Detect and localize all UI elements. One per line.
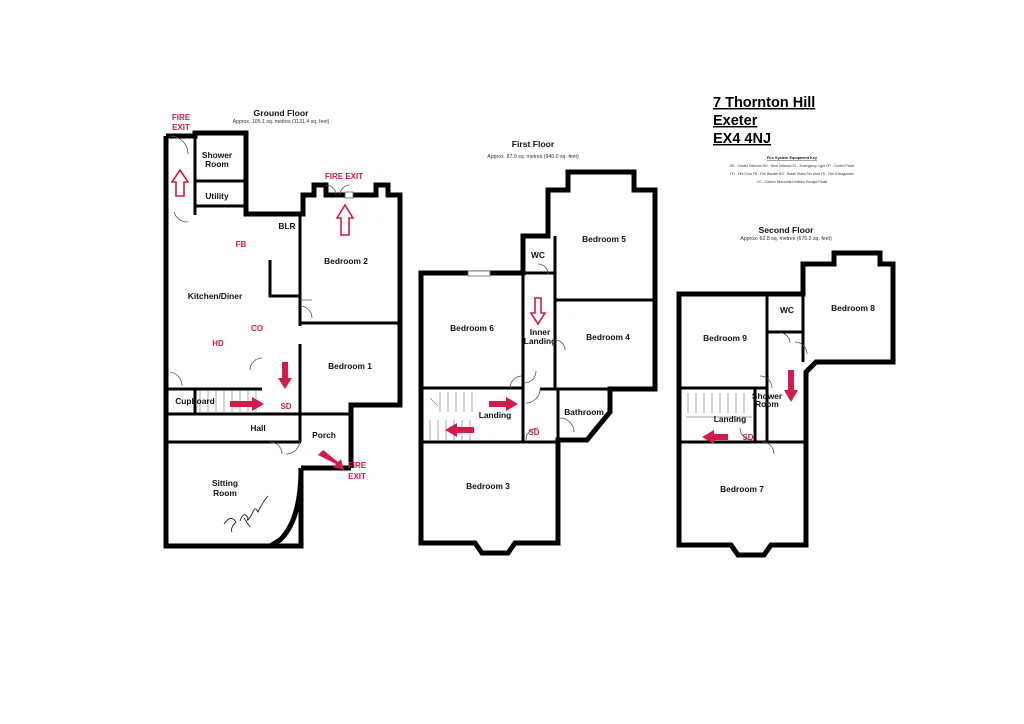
address-line-3: EX4 4NJ bbox=[713, 131, 771, 147]
room-label-bedroom-9: Bedroom 9 bbox=[703, 333, 747, 343]
room-label-bedroom-1: Bedroom 1 bbox=[328, 361, 372, 371]
first-inner-walls bbox=[421, 236, 655, 444]
room-label-bedroom-2: Bedroom 2 bbox=[324, 256, 368, 266]
address-line-1: 7 Thornton Hill bbox=[713, 95, 815, 111]
room-label-landing-first: Landing bbox=[479, 410, 512, 420]
second-floor-area: Approx. 62.8 sq. metres (676.2 sq. feet) bbox=[740, 236, 832, 242]
room-label-blr: BLR bbox=[278, 221, 295, 231]
fire-exit-label-porch-2: EXIT bbox=[348, 472, 366, 481]
escape-route-arrow-landing-right-icon bbox=[489, 397, 518, 411]
co-detector-marker: CO bbox=[251, 324, 263, 333]
smoke-detector-marker-first: SD bbox=[528, 428, 539, 437]
first-doors bbox=[509, 263, 575, 441]
escape-route-arrow-second-left-icon bbox=[702, 430, 728, 444]
key-line-3: CO - Carbon Monoxide Detector Escape Rou… bbox=[757, 180, 828, 184]
key-title: Fire System Equipment Key bbox=[767, 156, 818, 160]
room-label-shower-room-2: Room bbox=[205, 159, 229, 169]
fire-equipment-key: Fire System Equipment Key SD - Smoke Det… bbox=[730, 156, 855, 184]
ground-doors bbox=[169, 135, 351, 455]
second-doors bbox=[739, 332, 808, 455]
room-label-utility: Utility bbox=[205, 191, 229, 201]
room-label-bedroom-5: Bedroom 5 bbox=[582, 234, 626, 244]
fire-exit-label-top-2: EXIT bbox=[172, 123, 190, 132]
ground-hall-walls bbox=[166, 344, 302, 444]
fire-exit-label-top: FIRE bbox=[172, 113, 191, 122]
ground-window bbox=[344, 191, 354, 199]
room-label-inner-landing-2: Landing bbox=[524, 336, 557, 346]
room-label-kitchen-diner: Kitchen/Diner bbox=[188, 291, 243, 301]
escape-route-arrow-down-icon bbox=[278, 362, 292, 389]
signature-icon bbox=[223, 495, 269, 533]
room-label-bedroom-6: Bedroom 6 bbox=[450, 323, 494, 333]
ground-outer-walls bbox=[163, 130, 403, 549]
second-floor-plan: Second Floor Approx. 62.8 sq. metres (67… bbox=[676, 225, 896, 558]
room-label-cupboard: Cupboard bbox=[175, 396, 215, 406]
room-label-shower-room-second: Shower bbox=[752, 391, 783, 401]
room-label-sitting-room-2: Room bbox=[213, 488, 237, 498]
second-stairs bbox=[686, 393, 752, 418]
room-label-bedroom-3: Bedroom 3 bbox=[466, 481, 510, 491]
key-line-2: FD - Fire Door FB - Fire Blanket BG - Br… bbox=[730, 172, 854, 176]
second-floor-title: Second Floor bbox=[759, 225, 815, 235]
escape-route-arrow-right-icon bbox=[230, 397, 264, 411]
second-inner-walls bbox=[679, 294, 806, 444]
first-window bbox=[467, 270, 491, 277]
room-label-wc-first: WC bbox=[531, 250, 545, 260]
escape-route-arrow-porch-icon bbox=[318, 450, 344, 470]
room-label-sitting-room: Sitting bbox=[212, 478, 238, 488]
smoke-detector-marker-ground: SD bbox=[280, 402, 291, 411]
ground-floor-area: Approx. 105.1 sq. metres (1131.4 sq. fee… bbox=[233, 119, 330, 125]
fire-exit-label-bedroom2: FIRE EXIT bbox=[325, 172, 363, 181]
first-floor-plan: First Floor Approx. 87.9 sq. metres (946… bbox=[418, 139, 658, 556]
first-floor-area: Approx. 87.9 sq. metres (946.0 sq. feet) bbox=[487, 154, 579, 160]
room-label-wc-second: WC bbox=[780, 305, 794, 315]
room-label-bedroom-8: Bedroom 8 bbox=[831, 303, 875, 313]
room-label-bathroom: Bathroom bbox=[564, 407, 604, 417]
room-label-hall: Hall bbox=[250, 423, 265, 433]
smoke-detector-marker-second: SD bbox=[742, 433, 753, 442]
ground-floor-plan: Ground Floor Approx. 105.1 sq. metres (1… bbox=[163, 108, 403, 549]
address-line-2: Exeter bbox=[713, 113, 758, 129]
room-label-inner-landing: Inner bbox=[530, 327, 551, 337]
escape-route-arrow-inner-landing-icon bbox=[529, 297, 547, 326]
ground-shower-utility-walls bbox=[193, 133, 246, 215]
room-label-porch: Porch bbox=[312, 430, 336, 440]
escape-route-arrow-second-down-icon bbox=[784, 370, 798, 402]
ground-floor-title: Ground Floor bbox=[254, 108, 310, 118]
first-outer-walls bbox=[418, 169, 658, 556]
escape-route-arrow-landing-left-icon bbox=[445, 423, 474, 437]
room-label-bedroom-7: Bedroom 7 bbox=[720, 484, 764, 494]
first-floor-title: First Floor bbox=[512, 139, 555, 149]
escape-route-arrow-bedroom2-icon bbox=[335, 203, 355, 236]
escape-route-arrow-up-icon bbox=[170, 168, 190, 197]
room-label-shower-room-second-2: Room bbox=[755, 399, 779, 409]
heat-detector-marker: HD bbox=[212, 339, 224, 348]
key-line-1: SD - Smoke Detector HD - Heat Detector E… bbox=[730, 164, 855, 168]
room-label-landing-second: Landing bbox=[714, 414, 747, 424]
ground-bedroom-walls bbox=[268, 214, 400, 326]
room-label-shower-room: Shower bbox=[202, 150, 233, 160]
fire-exit-label-porch: FIRE bbox=[348, 461, 367, 470]
second-outer-walls bbox=[676, 250, 896, 558]
fire-blanket-marker: FB bbox=[236, 240, 247, 249]
room-label-bedroom-4: Bedroom 4 bbox=[586, 332, 630, 342]
